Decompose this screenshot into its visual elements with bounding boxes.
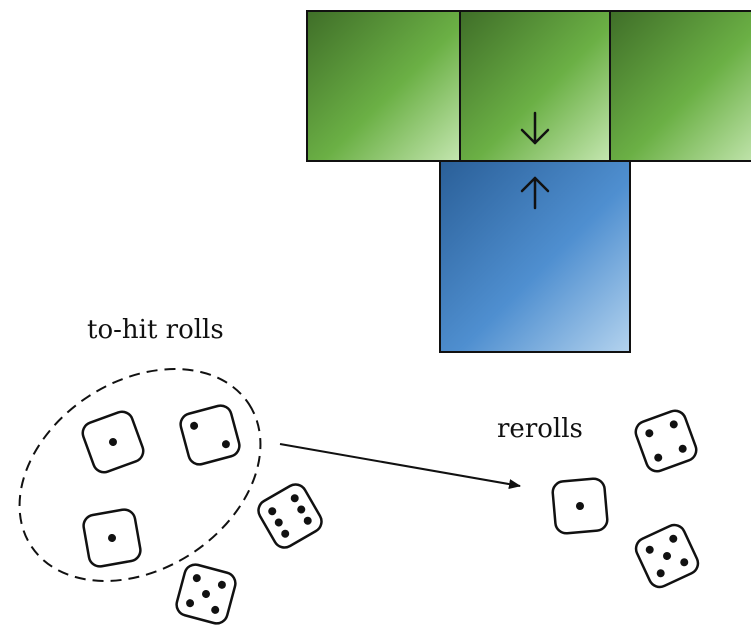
- die-pip: [274, 518, 283, 527]
- die-pip: [221, 440, 230, 449]
- die-face: [179, 404, 241, 466]
- die-pip: [109, 438, 117, 446]
- green-block-left: [306, 10, 461, 162]
- reroll-die-4: [634, 409, 698, 473]
- die-pip: [576, 502, 584, 510]
- die-pip: [663, 552, 671, 560]
- die-pip: [217, 580, 226, 589]
- die-pip: [186, 599, 195, 608]
- die-pip: [108, 534, 116, 542]
- up-arrow-icon: [520, 176, 550, 210]
- green-block-right: [609, 10, 751, 162]
- die-pip: [211, 605, 220, 614]
- down-arrow-icon: [520, 111, 550, 145]
- reroll-die-5: [634, 523, 700, 589]
- die-face: [634, 409, 698, 473]
- die-pip: [680, 558, 689, 567]
- die-pip: [202, 590, 210, 598]
- die-pip: [656, 569, 665, 578]
- die-pip: [678, 444, 687, 453]
- to-hit-die-2: [179, 404, 241, 466]
- die-pip: [645, 429, 654, 438]
- die-pip: [281, 529, 290, 538]
- die-pip: [268, 507, 277, 516]
- five-die: [175, 563, 237, 625]
- rerolls-label: rerolls: [497, 414, 583, 444]
- die-pip: [669, 534, 678, 543]
- die-face: [257, 483, 323, 549]
- die-pip: [190, 421, 199, 430]
- die-pip: [297, 505, 306, 514]
- six-die: [257, 483, 323, 549]
- die-pip: [654, 453, 663, 462]
- reroll-die-1: [551, 477, 609, 535]
- to-hit-selection-ellipse: [18, 368, 262, 582]
- to-hit-label: to-hit rolls: [87, 315, 224, 345]
- die-pip: [669, 420, 678, 429]
- die-pip: [645, 545, 654, 554]
- to-hit-die-1: [81, 410, 145, 474]
- die-pip: [290, 494, 299, 503]
- reroll-arrow: [279, 443, 521, 490]
- green-blocks: [306, 10, 751, 162]
- die-pip: [192, 574, 201, 583]
- to-hit-die-3: [82, 508, 142, 568]
- die-pip: [303, 516, 312, 525]
